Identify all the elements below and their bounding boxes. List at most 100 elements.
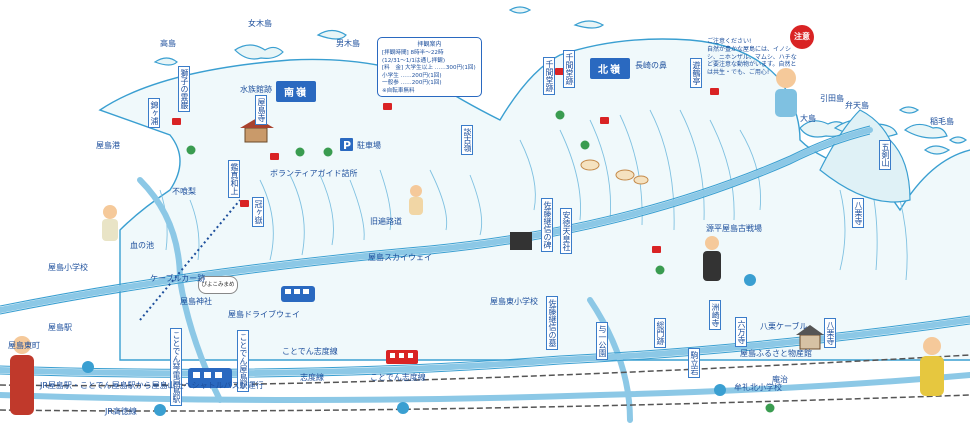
toilet-icons — [186, 110, 775, 413]
speech-bubble: ぴよこみまめ — [198, 276, 238, 294]
label-hiketa: 引田島 — [820, 94, 844, 103]
sign-rokuman: 六万寺 — [735, 317, 747, 347]
region-minami-label: 南嶺 — [276, 81, 316, 102]
camera-icon — [652, 246, 661, 253]
camera-icon — [240, 200, 249, 207]
camera-icon — [600, 117, 609, 124]
label-mure-kita: 牟礼北小学校 — [734, 383, 782, 392]
people-figures — [10, 68, 944, 415]
label-parking: 駐車場 — [357, 141, 381, 150]
notice-body: 自然が豊かな屋島には、イノシシ、ニホンザル、マムシ、ハチなど要注意な動物がいます… — [707, 45, 797, 77]
sign-nishiki: 錦ヶ浦 — [148, 98, 160, 128]
label-skyway: 屋島スカイウェイ — [368, 253, 432, 262]
sign-minato: ことでん琴電屋島駅 — [170, 328, 182, 406]
toilet-icon — [186, 145, 196, 155]
label-hachikuri-cable: 八栗ケーブル — [760, 322, 808, 331]
info-box: 拝観案内 [拝観時間] 8時半〜22時 (12/31〜1/1は通し拝観) [料 … — [377, 37, 482, 97]
sign-sato-grave: 佐藤継信の墓 — [546, 296, 558, 350]
label-benten: 弁天島 — [845, 101, 869, 110]
sign-sato: 佐藤継信の碑 — [541, 198, 553, 252]
camera-icon — [270, 153, 279, 160]
sign-nishiuchi: 洲崎寺 — [709, 300, 721, 330]
toilet-icon — [655, 265, 665, 275]
label-yashima-east: 屋島東小学校 — [490, 297, 538, 306]
label-ogi: 男木島 — [336, 39, 360, 48]
label-minamirei-kashiwa: 屋島神社 — [180, 297, 212, 306]
label-megi: 稲毛島 — [930, 117, 954, 126]
toilet-icon — [765, 403, 775, 413]
info-title: 拝観案内 — [417, 41, 442, 48]
label-shido: 志度線 — [300, 373, 324, 382]
notice-box: ご注意ください! 自然が豊かな屋島には、イノシシ、ニホンザル、マムシ、ハチなど要… — [707, 38, 797, 78]
birds — [580, 159, 649, 185]
sign-shishi: 獅子の霊巌 — [178, 66, 190, 112]
camera-icons — [172, 68, 719, 253]
notice-title: ご注意ください! — [707, 38, 752, 45]
sign-hachiman: 八栗寺 — [852, 198, 864, 228]
notice-stamp: 注意 — [790, 25, 814, 49]
info-hours: [拝観時間] 8時半〜22時 — [382, 50, 444, 57]
route-markers — [82, 274, 756, 416]
label-yashima-a: 屋島東町 — [8, 341, 40, 350]
sign-goken: 五剣山 — [879, 140, 891, 170]
sign-dangaku: 談古嶺 — [461, 125, 473, 155]
label-kishi-drive: 屋島ドライブウェイ — [228, 310, 300, 319]
info-fee-note: ※自転車無料 — [382, 87, 415, 94]
sign-kanmon: 冠ヶ嶽 — [252, 197, 264, 227]
sign-ofunado: 総門跡 — [654, 318, 666, 348]
info-fee-label: [料 金] — [382, 65, 404, 72]
label-yashima-hall: 屋島ふるさと物産館 — [740, 349, 812, 358]
info-hours-note: (12/31〜1/1は通し拝観) — [382, 57, 446, 64]
label-fukuro: 血の池 — [130, 241, 154, 250]
camera-icon — [172, 118, 181, 125]
sign-aka: 安徳天皇社 — [560, 208, 572, 254]
label-shinchi: 庵治 — [772, 375, 788, 384]
label-boat: ボランティアガイド詰所 — [270, 169, 358, 178]
info-fee-child: 小学生 ……200円(1回) — [382, 72, 442, 79]
yakuri-temple-icon — [796, 325, 824, 350]
bus-icon — [188, 368, 232, 388]
sign-yuhata: 遊鶴亭 — [690, 58, 702, 88]
toilet-icon — [295, 147, 305, 157]
goken-mountain — [819, 109, 911, 203]
ruins-icon — [510, 232, 532, 250]
sign-chidori: 千間堂跡 — [543, 57, 555, 95]
info-fee-adult: 大学生以上 ……300円(1回) — [404, 65, 476, 72]
sign-yashimaji: 屋島寺 — [255, 95, 267, 125]
sign-yoshi: 与一公園 — [596, 322, 608, 360]
parking-icon-glyph: P — [343, 139, 351, 152]
label-jr-text: JR屋島駅・ことでん屋島駅から屋島山上へシャトルバスが運行 — [40, 381, 264, 390]
label-fuji: 不喰梨 — [172, 187, 196, 196]
camera-icon — [710, 88, 719, 95]
sign-yakuri-shrine: 八栗寺 — [824, 318, 836, 348]
label-kitarei-n1: 長崎の鼻 — [635, 61, 667, 70]
label-taka: 高島 — [160, 39, 176, 48]
info-fee-misc: 一般参 ……200円(1回) — [382, 80, 442, 87]
label-jr: JR高徳線 — [105, 407, 137, 416]
cable-car-line — [139, 199, 241, 321]
label-yashima-port: 屋島港 — [96, 141, 120, 150]
label-yashima-station: 屋島駅 — [48, 323, 72, 332]
sign-kagamiga: 鑑真和上 — [228, 160, 240, 198]
sign-danno: 駒立岩 — [688, 348, 700, 378]
label-mebu: 女木島 — [248, 19, 272, 28]
train-icon — [386, 350, 418, 364]
toilet-icon — [323, 147, 333, 157]
label-oshima: 大島 — [800, 114, 816, 123]
label-mizunomi: 水族館跡 — [240, 85, 272, 94]
label-ruins: 源平屋島古戦場 — [706, 224, 762, 233]
sign-chifu: 千間堂跡 — [563, 50, 575, 88]
toilet-icon — [580, 140, 590, 150]
label-yashima-elem: 屋島小学校 — [48, 263, 88, 272]
label-ikeda: 旧遍路道 — [370, 217, 402, 226]
sign-kotoden-station: ことでん屋島駅 — [237, 330, 249, 392]
label-kotoden-line: ことでん志度線 — [282, 347, 338, 356]
camera-icon — [383, 103, 392, 110]
railways — [0, 354, 970, 412]
parking-icon — [340, 138, 353, 151]
label-kotoden: ことでん志度線 — [370, 373, 426, 382]
bus-icon — [281, 286, 315, 302]
camera-icon — [555, 68, 564, 75]
